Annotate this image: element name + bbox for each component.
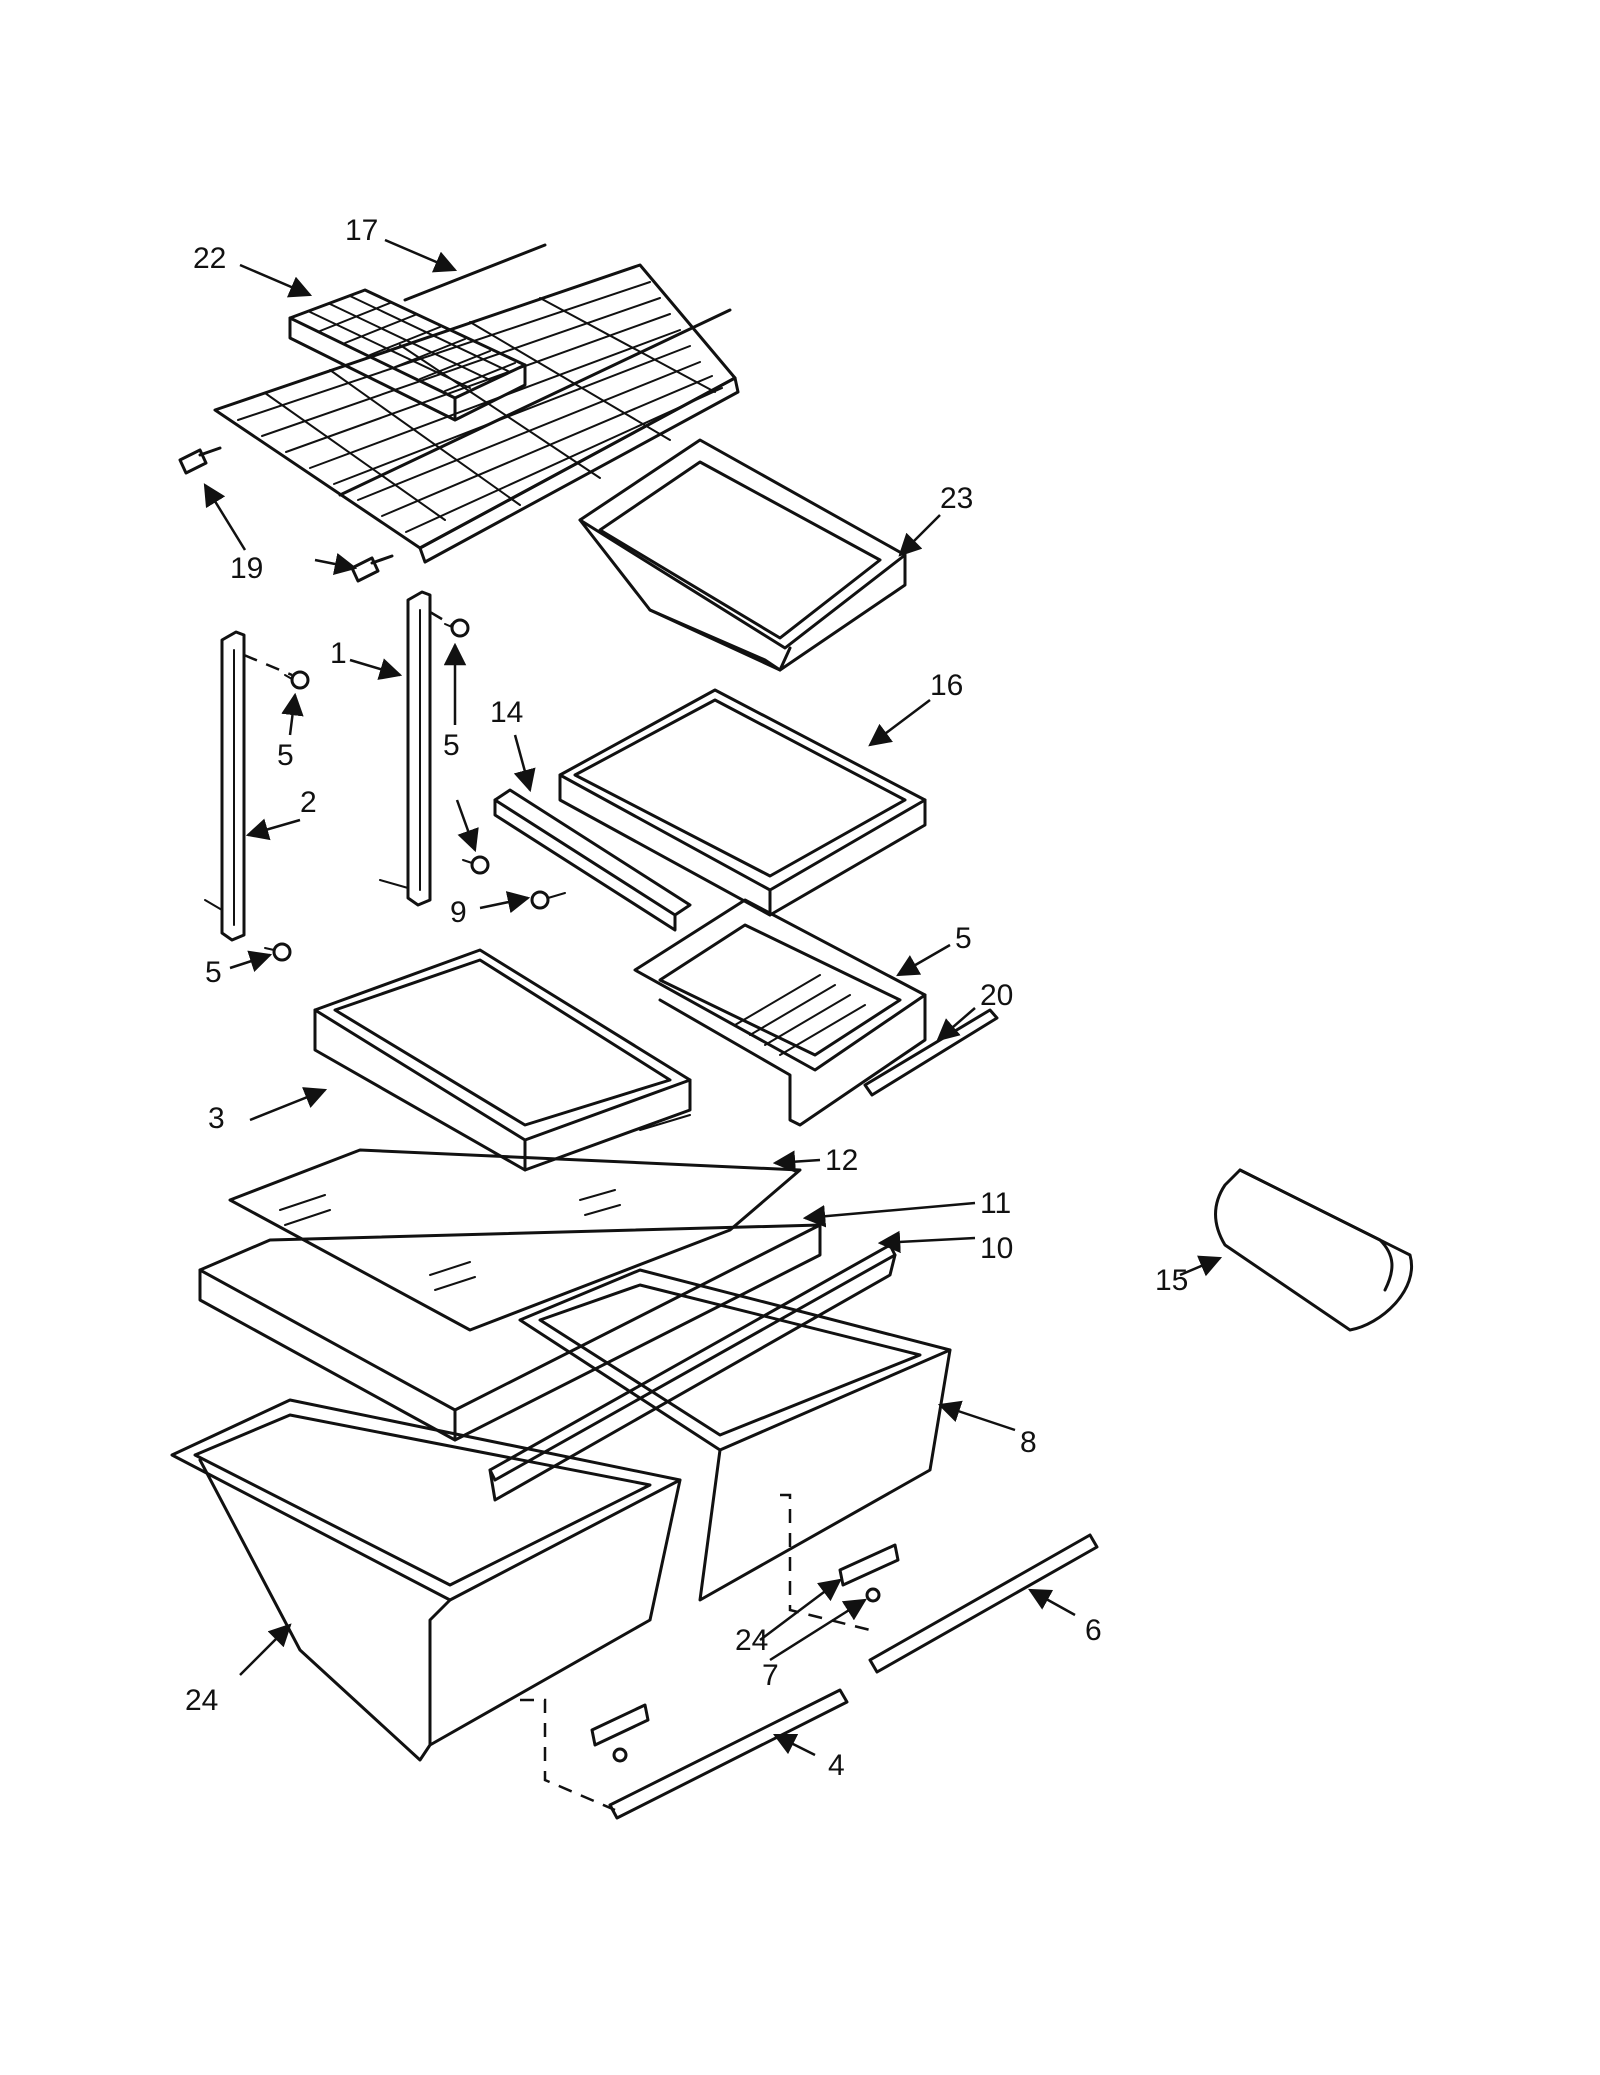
callout-4-left: 4	[828, 1749, 845, 1782]
upper-shelf	[558, 688, 927, 917]
callout-24-right: 8	[1020, 1426, 1037, 1459]
callout-16: 16	[930, 669, 963, 702]
callout-14: 14	[490, 696, 523, 729]
callout-5-bottom-left: 5	[205, 956, 222, 989]
callout-4-right: 6	[1085, 1614, 1102, 1647]
callout-2: 2	[300, 786, 317, 819]
callout-12: 3	[208, 1102, 225, 1135]
callout-5-top-left: 5	[277, 739, 294, 772]
wire-shelf	[213, 243, 740, 564]
crisper-pan-left	[170, 1398, 682, 1762]
shelf-pins	[178, 446, 394, 583]
leader-arrows	[203, 238, 1223, 1757]
callout-8: 15	[1155, 1264, 1188, 1297]
front-trim-upper	[868, 1533, 1099, 1674]
meat-drawer	[633, 898, 927, 1127]
freezer-bin	[578, 438, 907, 672]
screws	[243, 610, 566, 962]
front-trim-lower	[608, 1688, 849, 1820]
callout-17: 17	[345, 214, 378, 247]
crisper-cover-frame	[198, 1223, 897, 1502]
handle	[1214, 1168, 1414, 1332]
callout-23: 23	[940, 482, 973, 515]
callout-6: 7	[762, 1659, 779, 1692]
shelf-rail-left	[204, 630, 246, 942]
callout-22: 22	[193, 242, 226, 275]
callout-labels: 17 22 23 19 1 5 5 2 5 14 16 9 5 20 3 12 …	[185, 214, 1188, 1782]
glass-panel	[228, 1114, 802, 1332]
callout-7: 24	[735, 1624, 768, 1657]
callout-11: 12	[825, 1144, 858, 1177]
clips	[520, 1493, 900, 1812]
callout-9: 9	[450, 896, 467, 929]
callout-3: 20	[980, 979, 1013, 1012]
drawer-glide	[493, 788, 692, 932]
ice-tray	[288, 288, 527, 422]
callout-19: 19	[230, 552, 263, 585]
lower-shelf	[313, 948, 692, 1172]
callout-5-top-right: 5	[443, 729, 460, 762]
callout-24-left: 24	[185, 1684, 218, 1717]
callout-1: 1	[330, 637, 347, 670]
callout-10: 11	[980, 1187, 1011, 1220]
shelf-rail-right	[379, 590, 432, 907]
callout-20: 5	[955, 922, 972, 955]
callout-15: 10	[980, 1232, 1013, 1265]
